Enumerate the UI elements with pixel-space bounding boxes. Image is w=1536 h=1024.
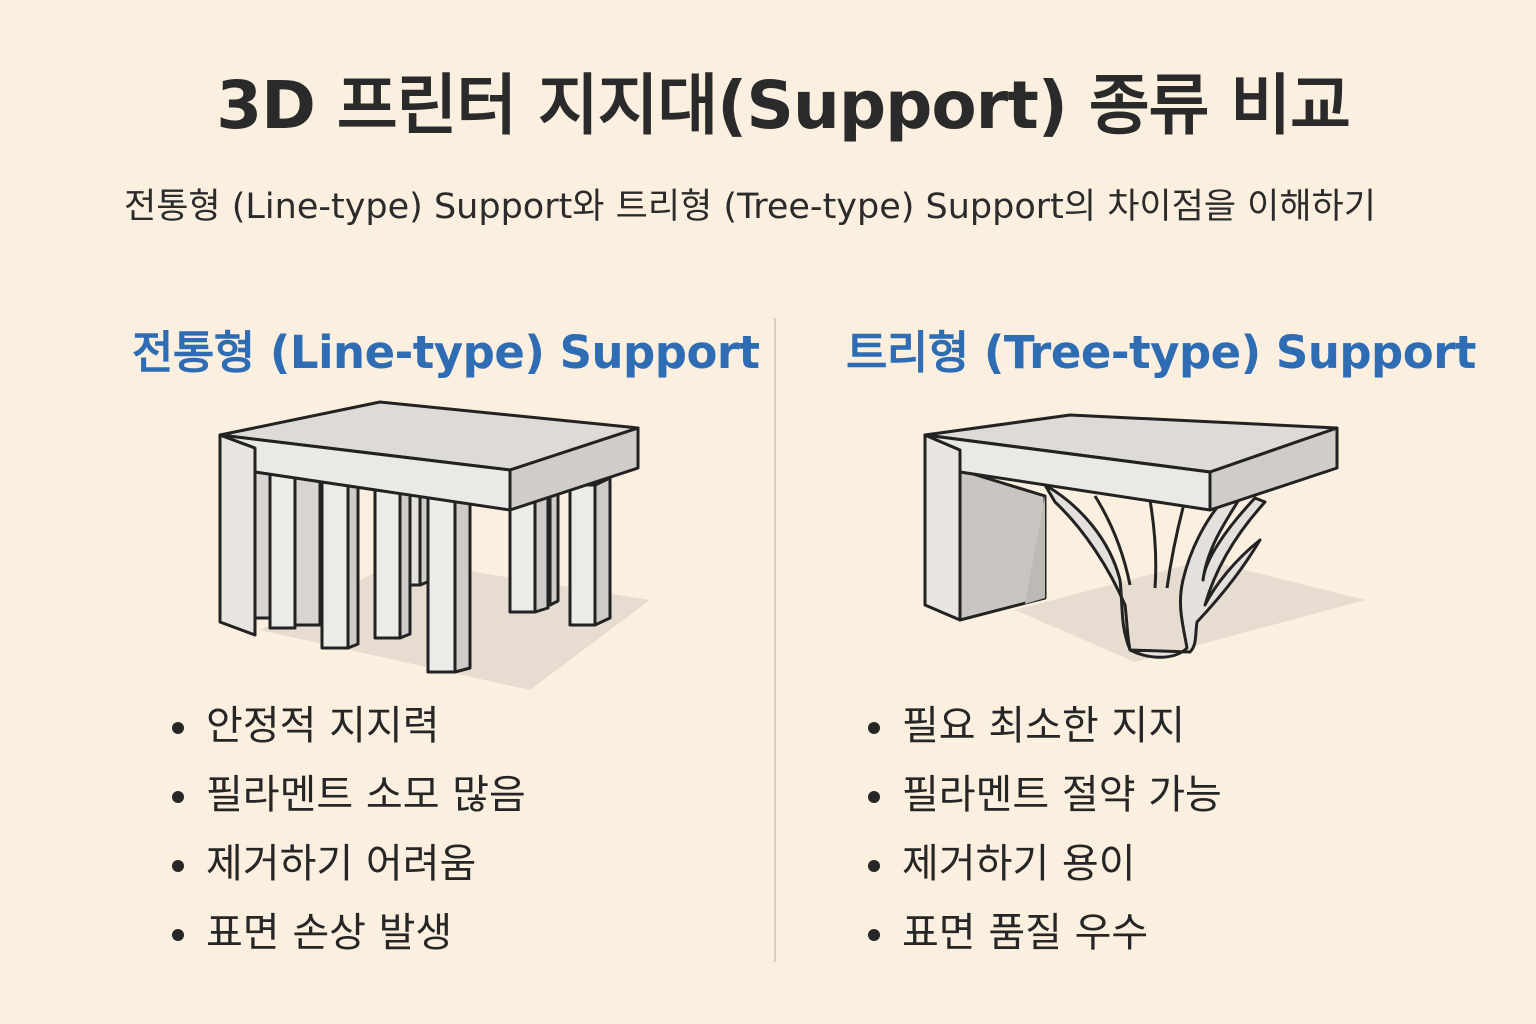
top-slab [218, 400, 640, 512]
bullet-icon [172, 722, 184, 734]
page-title: 3D 프린터 지지대(Support) 종류 비교 [216, 67, 1351, 144]
list-item: 필요 최소한 지지 [864, 692, 1222, 761]
list-item: 제거하기 어려움 [168, 830, 526, 899]
bullet-icon [868, 929, 880, 941]
list-item: 필라멘트 절약 가능 [864, 761, 1222, 830]
list-item: 필라멘트 소모 많음 [168, 761, 526, 830]
tree-support-illustration [923, 413, 1365, 662]
page-subtitle: 전통형 (Line-type) Support와 트리형 (Tree-type)… [124, 187, 1376, 227]
bullet-icon [868, 791, 880, 803]
bullet-icon [172, 860, 184, 872]
left-wall [218, 433, 257, 637]
bullet-icon [868, 722, 880, 734]
left-wall [923, 433, 1047, 622]
top-slab [923, 413, 1339, 512]
line-support-heading: 전통형 (Line-type) Support [132, 326, 760, 379]
bullet-icon [868, 860, 880, 872]
column-divider [774, 318, 776, 962]
list-item: 표면 품질 우수 [864, 899, 1222, 968]
tree-support-feature-list: 필요 최소한 지지 필라멘트 절약 가능 제거하기 용이 표면 품질 우수 [864, 692, 1222, 968]
tree-trunk [1043, 483, 1267, 659]
line-support-feature-list: 안정적 지지력 필라멘트 소모 많음 제거하기 어려움 표면 손상 발생 [168, 692, 526, 968]
list-item: 제거하기 용이 [864, 830, 1222, 899]
list-item: 표면 손상 발생 [168, 899, 526, 968]
bullet-icon [172, 929, 184, 941]
list-item: 안정적 지지력 [168, 692, 526, 761]
line-support-illustration [218, 400, 650, 690]
bullet-icon [172, 791, 184, 803]
tree-support-heading: 트리형 (Tree-type) Support [846, 326, 1476, 379]
